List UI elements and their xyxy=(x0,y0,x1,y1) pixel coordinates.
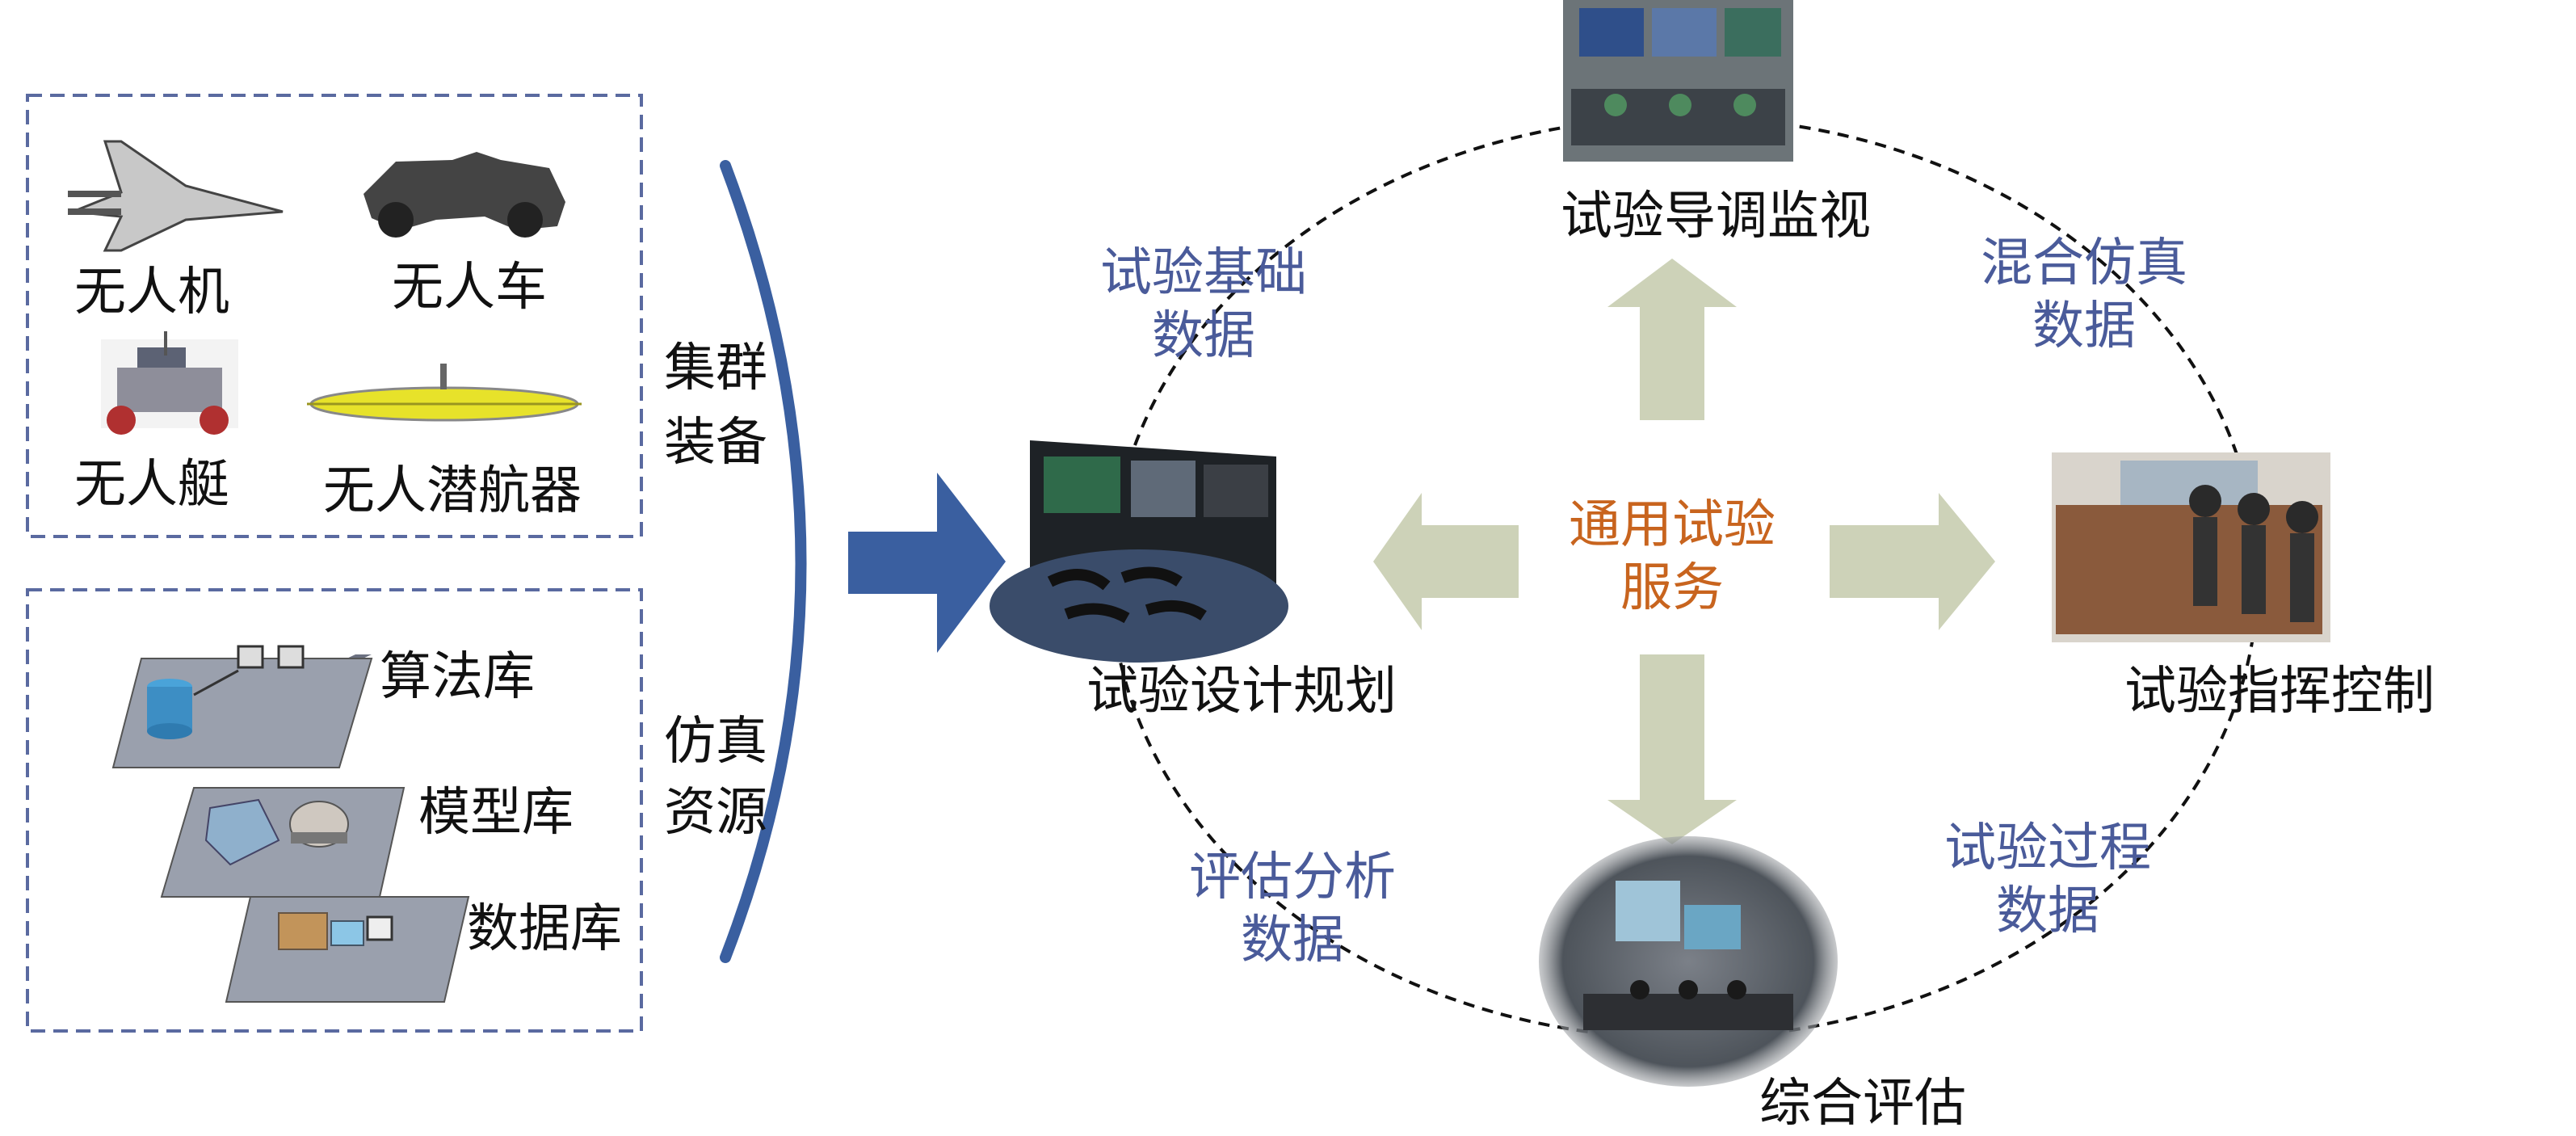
data-label-bottom-left-line1: 评估分析 xyxy=(1189,848,1396,907)
main-arrow xyxy=(848,473,1006,653)
data-label-bottom-right-line1: 试验过程 xyxy=(1944,818,2151,878)
evaluation-room-photo xyxy=(1539,836,1838,1087)
equipment-group-label-line2: 装备 xyxy=(664,413,767,473)
equipment-label-vehicle: 无人车 xyxy=(392,258,547,318)
center-label-line1: 通用试验 xyxy=(1569,495,1775,555)
data-label-top-left-line2: 数据 xyxy=(1152,306,1255,366)
unmanned-vehicle-icon xyxy=(363,152,565,238)
simulation-label-algorithm: 算法库 xyxy=(380,647,535,707)
uav-icon xyxy=(68,140,284,252)
node-label-left: 试验设计规划 xyxy=(1086,662,1397,722)
data-label-top-left-line1: 试验基础 xyxy=(1100,243,1307,303)
equipment-label-boat: 无人艇 xyxy=(74,455,229,515)
uuv-icon xyxy=(307,364,582,422)
equipment-group-label-line1: 集群 xyxy=(664,339,767,398)
equipment-label-uuv: 无人潜航器 xyxy=(323,461,582,521)
simulation-group-box xyxy=(26,588,643,1033)
arrow-left xyxy=(1373,493,1519,630)
node-label-right: 试验指挥控制 xyxy=(2124,662,2435,722)
model-library-icon xyxy=(160,787,406,898)
data-label-bottom-right-line2: 数据 xyxy=(1996,881,2099,941)
node-label-bottom: 综合评估 xyxy=(1759,1074,1966,1134)
node-label-top: 试验导调监视 xyxy=(1561,187,1871,246)
simulation-label-database: 数据库 xyxy=(467,899,622,959)
simulation-group-label-line1: 仿真 xyxy=(664,712,767,772)
center-label-line2: 服务 xyxy=(1620,558,1724,618)
database-icon xyxy=(225,896,470,1003)
arrow-down xyxy=(1607,654,1737,844)
equipment-group-box xyxy=(26,94,643,538)
bracket-curve xyxy=(720,160,807,963)
simulation-label-model: 模型库 xyxy=(418,783,574,843)
monitoring-room-photo xyxy=(1563,0,1793,162)
command-room-photo xyxy=(2052,452,2330,642)
arrow-right xyxy=(1830,493,1995,630)
equipment-label-uav: 无人机 xyxy=(74,263,229,322)
planning-console-photo xyxy=(990,440,1288,663)
simulation-group-label-line2: 资源 xyxy=(664,783,767,843)
data-label-top-right-line1: 混合仿真 xyxy=(1981,234,2187,293)
algorithm-library-icon xyxy=(111,645,373,768)
arrow-up xyxy=(1607,259,1737,420)
data-label-top-right-line2: 数据 xyxy=(2032,297,2136,356)
unmanned-boat-icon xyxy=(101,331,238,435)
data-label-bottom-left-line2: 数据 xyxy=(1241,911,1344,970)
